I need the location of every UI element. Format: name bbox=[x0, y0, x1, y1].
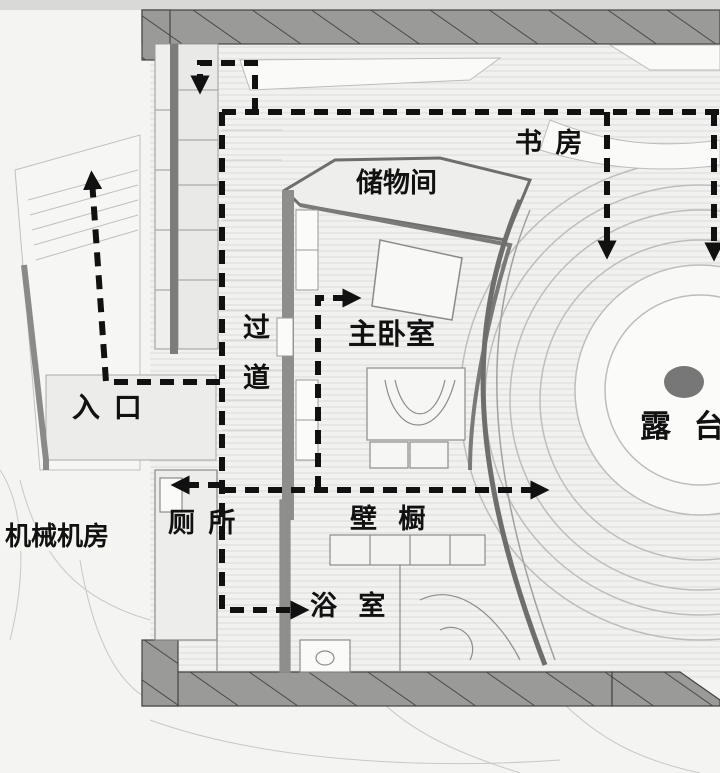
terrace-wall bbox=[480, 199, 548, 666]
label-machine-room: 机械机房 bbox=[3, 522, 112, 552]
walls bbox=[141, 9, 720, 707]
label-storage: 储物间 bbox=[356, 168, 437, 199]
top-fade bbox=[0, 0, 720, 10]
circulation-routes bbox=[83, 60, 720, 620]
terrace-wall-inner bbox=[496, 209, 556, 661]
left-column bbox=[154, 43, 219, 350]
route-top-left bbox=[190, 60, 258, 112]
label-toilet: 厕 所 bbox=[168, 508, 238, 539]
bedroom-furniture bbox=[366, 367, 466, 469]
label-entrance: 入 口 bbox=[72, 391, 144, 424]
entrance-landing bbox=[45, 374, 217, 461]
lower-rooms bbox=[154, 469, 521, 673]
terrace-planter bbox=[664, 366, 704, 398]
label-master-bedroom: 主卧室 bbox=[348, 317, 436, 351]
entrance-wall-left bbox=[21, 264, 49, 470]
top-right-shapes bbox=[239, 44, 720, 170]
label-corridor-top: 过 bbox=[243, 313, 272, 344]
corridor-wardrobes bbox=[276, 209, 319, 461]
route-corridor-down bbox=[219, 112, 310, 620]
label-study: 书 房 bbox=[515, 128, 585, 159]
route-bedroom bbox=[315, 288, 362, 490]
label-bathroom: 浴 室 bbox=[310, 591, 392, 622]
label-corridor-bottom: 道 bbox=[243, 363, 272, 394]
label-terrace: 露 台 bbox=[640, 409, 720, 445]
corridor-floor bbox=[222, 129, 282, 431]
corridor-wall bbox=[170, 44, 178, 354]
terrace-circles bbox=[459, 159, 720, 641]
bed bbox=[371, 239, 463, 321]
label-wardrobe: 壁 橱 bbox=[350, 504, 432, 535]
